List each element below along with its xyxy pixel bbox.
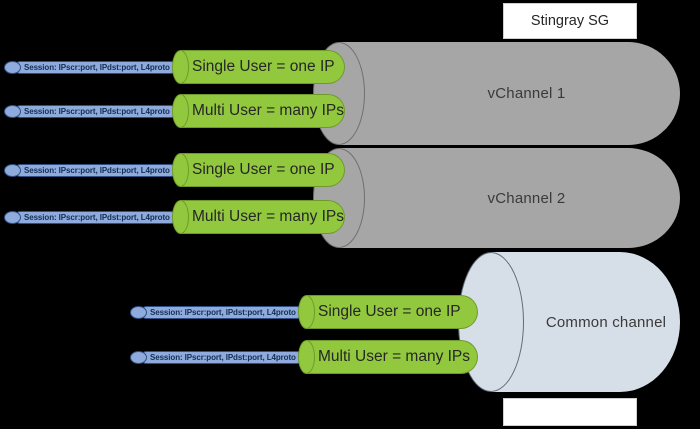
session-pill: Session: IPscr:port, IPdst:port, L4proto: [4, 163, 177, 178]
user-cylinder-single: Single User = one IP: [172, 50, 345, 84]
user-cylinder-label: Single User = one IP: [318, 303, 461, 320]
user-cylinder-label: Multi User = many IPs: [192, 102, 345, 119]
session-endpoint-icon: [130, 351, 147, 364]
user-cylinder-cap: [172, 94, 189, 128]
user-cylinder-label: Single User = one IP: [192, 161, 335, 178]
user-cylinder-cap: [172, 153, 189, 187]
user-cylinder-body: [180, 50, 345, 84]
user-cylinder-body: [180, 153, 345, 187]
vchannel-2-label: vChannel 2: [487, 189, 566, 207]
user-cylinder-cap: [298, 295, 315, 329]
user-cylinder-label: Single User = one IP: [192, 58, 335, 75]
user-cylinder-label: Multi User = many IPs: [192, 208, 345, 225]
user-cylinder-single: Single User = one IP: [172, 153, 345, 187]
vchannel-1-body: [339, 42, 680, 145]
user-cylinder-multi: Multi User = many IPs: [172, 200, 345, 234]
user-cylinder-multi: Multi User = many IPs: [298, 340, 478, 374]
common-channel-cylinder: Common channel: [458, 252, 680, 392]
session-pill: Session: IPscr:port, IPdst:port, L4proto: [4, 104, 177, 119]
user-cylinder-cap: [172, 200, 189, 234]
user-cylinder-label: Multi User = many IPs: [318, 348, 471, 365]
session-endpoint-icon: [4, 164, 21, 177]
session-pill-text: Session: IPscr:port, IPdst:port, L4proto: [14, 211, 177, 224]
user-cylinder-body: [306, 340, 478, 374]
session-endpoint-icon: [4, 105, 21, 118]
session-pill-text: Session: IPscr:port, IPdst:port, L4proto: [140, 351, 303, 364]
session-pill: Session: IPscr:port, IPdst:port, L4proto: [130, 305, 303, 320]
vchannel-2-body: [339, 148, 680, 248]
session-endpoint-icon: [4, 211, 21, 224]
session-endpoint-icon: [4, 61, 21, 74]
vchannel-2-cylinder: vChannel 2: [313, 148, 680, 248]
vchannel-1-label: vChannel 1: [487, 85, 566, 102]
user-cylinder-cap: [172, 50, 189, 84]
session-pill-text: Session: IPscr:port, IPdst:port, L4proto: [14, 61, 177, 74]
stingray-sg-title-text: Stingray SG: [530, 13, 610, 29]
footer-box: [503, 398, 637, 426]
vchannel-1-cylinder: vChannel 1: [313, 42, 680, 145]
user-cylinder-multi: Multi User = many IPs: [172, 94, 345, 128]
user-cylinder-body: [306, 295, 478, 329]
session-endpoint-icon: [130, 306, 147, 319]
common-channel-label: Common channel: [545, 313, 667, 331]
session-pill: Session: IPscr:port, IPdst:port, L4proto: [4, 210, 177, 225]
user-cylinder-cap: [298, 340, 315, 374]
session-pill-text: Session: IPscr:port, IPdst:port, L4proto: [140, 306, 303, 319]
user-cylinder-body: [180, 200, 345, 234]
session-pill-text: Session: IPscr:port, IPdst:port, L4proto: [14, 105, 177, 118]
session-pill-text: Session: IPscr:port, IPdst:port, L4proto: [14, 164, 177, 177]
user-cylinder-single: Single User = one IP: [298, 295, 478, 329]
session-pill: Session: IPscr:port, IPdst:port, L4proto: [4, 60, 177, 75]
user-cylinder-body: [180, 94, 345, 128]
session-pill: Session: IPscr:port, IPdst:port, L4proto: [130, 350, 303, 365]
stingray-sg-title-box: Stingray SG: [503, 3, 637, 39]
